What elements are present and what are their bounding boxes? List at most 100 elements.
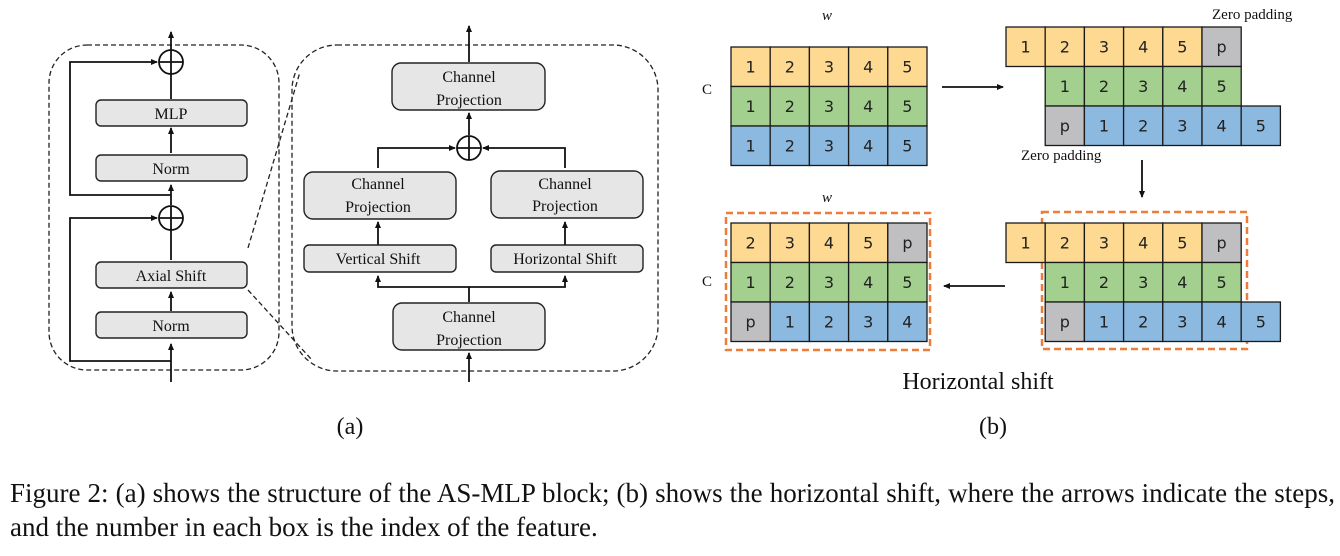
feature-cell	[769, 46, 811, 88]
w-axis-label-result: w	[822, 190, 832, 206]
svg-text:Projection: Projection	[345, 199, 411, 216]
cell-index-label: 4	[863, 273, 873, 292]
cell-index-label: 3	[1099, 233, 1109, 252]
svg-text:Projection: Projection	[436, 92, 502, 109]
feature-cell	[1162, 222, 1203, 264]
cell-index-label: 2	[824, 312, 834, 331]
panel-a-label: (a)	[337, 414, 364, 440]
feature-cell	[1122, 222, 1164, 264]
cell-index-label: 2	[746, 233, 756, 252]
cell-index-label: 1	[1060, 273, 1070, 292]
cell-index-label: 5	[902, 273, 912, 292]
cell-index-label: 4	[824, 233, 834, 252]
svg-text:Channel: Channel	[351, 176, 405, 193]
detail-outline	[291, 44, 659, 372]
feature-cell	[887, 125, 928, 167]
add-icon	[158, 49, 184, 75]
feature-cell	[847, 46, 889, 88]
cell-index-label: 5	[1256, 312, 1266, 331]
cell-index-label: 3	[824, 57, 834, 76]
feature-cell	[1201, 105, 1242, 147]
feature-cell	[730, 222, 771, 264]
cell-index-label: 5	[1177, 233, 1187, 252]
cell-index-label: 1	[1021, 37, 1031, 56]
cell-index-label: 3	[1138, 273, 1148, 292]
cell-index-label: 3	[824, 97, 834, 116]
feature-cell	[1005, 26, 1046, 68]
feature-cell	[1240, 301, 1282, 343]
norm-box-upper: Norm	[95, 154, 248, 182]
cell-index-label: 3	[863, 312, 873, 331]
cell-index-label: 3	[785, 233, 795, 252]
feature-cell	[1083, 261, 1125, 303]
cell-index-label: p	[902, 233, 912, 252]
axial-shift-detail: Channel Projection Channel Projection Ch…	[291, 25, 659, 382]
add-icon	[158, 205, 184, 231]
svg-text:Norm: Norm	[152, 161, 190, 178]
cell-index-label: 1	[746, 97, 756, 116]
feature-cell	[1044, 222, 1086, 264]
feature-cell	[1240, 105, 1282, 147]
cell-index-label: 2	[785, 97, 795, 116]
cell-index-label: 3	[824, 136, 834, 155]
cell-index-label: 2	[1099, 273, 1109, 292]
feature-cell	[1122, 261, 1164, 303]
cell-index-label: 3	[1138, 77, 1148, 96]
cell-index-label: p	[1217, 233, 1227, 252]
cell-index-label: 4	[1217, 312, 1227, 331]
cell-index-label: 1	[746, 273, 756, 292]
cell-index-label: 3	[1099, 37, 1109, 56]
cell-index-label: 4	[902, 312, 912, 331]
feature-cell	[808, 85, 850, 127]
svg-text:Norm: Norm	[152, 318, 190, 335]
padding-cell	[1044, 301, 1086, 343]
axial-shift-box: Axial Shift	[95, 261, 248, 289]
channel-projection-left: Channel Projection	[303, 171, 457, 220]
feature-cell	[808, 301, 850, 343]
feature-cell	[808, 125, 850, 167]
cell-index-label: 4	[863, 97, 873, 116]
norm-box-lower: Norm	[95, 311, 248, 339]
cell-index-label: p	[1060, 116, 1070, 135]
svg-text:Projection: Projection	[436, 332, 502, 349]
svg-text:Channel: Channel	[538, 176, 592, 193]
highlight-window-step-3	[1040, 210, 1249, 351]
cell-index-label: p	[1217, 37, 1227, 56]
cell-index-label: 1	[746, 57, 756, 76]
cell-index-label: 1	[1099, 312, 1109, 331]
cell-index-label: 5	[1217, 273, 1227, 292]
panel-b-label: (b)	[979, 414, 1007, 440]
padding-cell	[1201, 26, 1242, 68]
highlight-window-result	[724, 211, 932, 352]
feature-cell	[769, 125, 811, 167]
feature-cell	[887, 261, 928, 303]
feature-cell	[1044, 65, 1086, 107]
block-outline	[48, 44, 280, 371]
svg-text:Projection: Projection	[532, 198, 598, 215]
cell-index-label: 3	[824, 273, 834, 292]
feature-cell	[847, 261, 889, 303]
cell-index-label: 4	[1138, 233, 1148, 252]
feature-cell	[1162, 105, 1203, 147]
feature-cell	[1201, 261, 1242, 303]
c-axis-label-result: C	[702, 274, 712, 290]
cell-index-label: 1	[1099, 116, 1109, 135]
cell-index-label: 3	[1177, 116, 1187, 135]
cell-index-label: p	[1060, 312, 1070, 331]
channel-projection-right: Channel Projection	[490, 170, 644, 219]
feature-cell	[887, 85, 928, 127]
cell-index-label: 4	[863, 57, 873, 76]
cell-index-label: 5	[902, 136, 912, 155]
feature-cell	[808, 46, 850, 88]
cell-index-label: 2	[785, 273, 795, 292]
c-axis-label: C	[702, 82, 712, 98]
feature-cell	[730, 85, 771, 127]
cell-index-label: 2	[1099, 77, 1109, 96]
zoom-connector	[247, 289, 313, 361]
cell-index-label: 5	[1177, 37, 1187, 56]
svg-text:Channel: Channel	[442, 309, 496, 326]
cell-index-label: 2	[785, 57, 795, 76]
cell-index-label: 4	[1177, 77, 1187, 96]
cell-index-label: 5	[1217, 77, 1227, 96]
